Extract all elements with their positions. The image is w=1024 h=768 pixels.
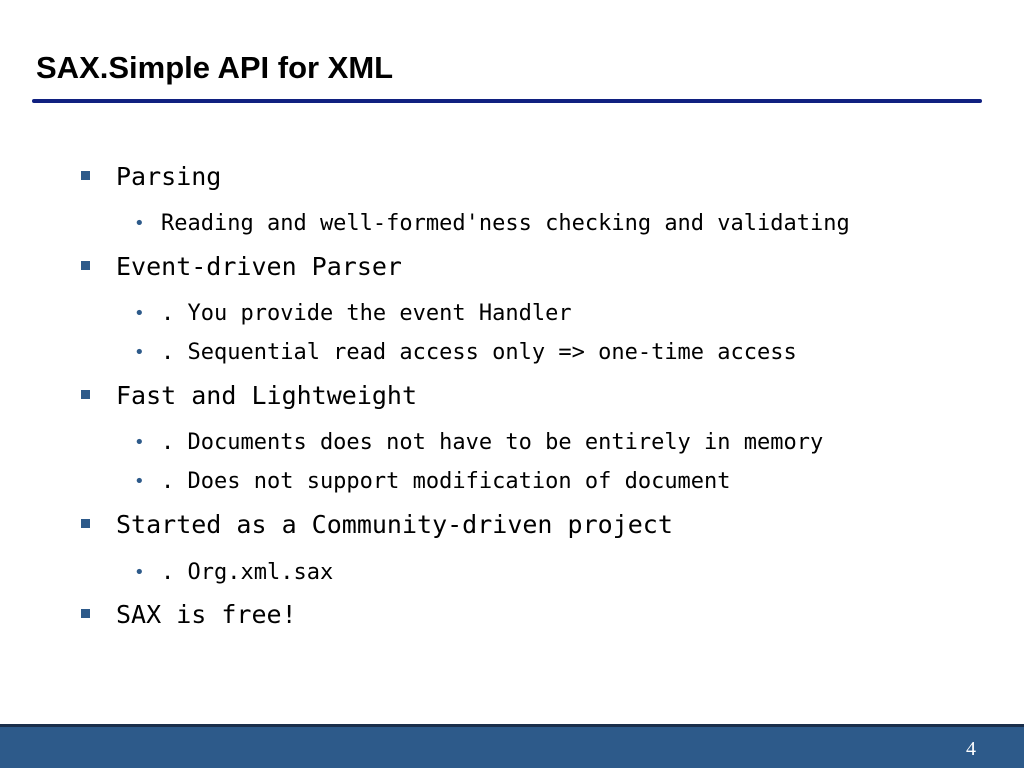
bullet-list: Parsing • Reading and well-formed'ness c… (0, 159, 1000, 633)
slide-title: SAX.Simple API for XML (36, 50, 394, 85)
sub-bullet-text: . Does not support modification of docum… (161, 469, 731, 494)
sub-bullet-text: . Sequential read access only => one-tim… (161, 340, 797, 365)
bullet-text: Fast and Lightweight (116, 381, 418, 410)
round-bullet-icon: • (134, 342, 145, 363)
bullet-parsing: Parsing (0, 159, 1000, 195)
sub-bullet-org-xml-sax: • . Org.xml.sax (0, 558, 1000, 590)
bullet-text: SAX is free! (116, 600, 297, 629)
footer-bar: 4 (0, 724, 1024, 768)
bullet-text: Parsing (116, 162, 222, 191)
sub-bullet-text: . Org.xml.sax (161, 560, 334, 585)
bullet-community-project: Started as a Community-driven project (0, 507, 1000, 543)
sub-bullet-no-modification: • . Does not support modification of doc… (0, 467, 1000, 499)
sub-bullet-memory: • . Documents does not have to be entire… (0, 428, 1000, 460)
sub-bullet-text: . Documents does not have to be entirely… (161, 430, 824, 455)
title-underline (32, 99, 982, 103)
sub-bullet-text: . You provide the event Handler (161, 301, 572, 326)
bullet-text: Event-driven Parser (116, 252, 402, 281)
sub-bullet-text: Reading and well-formed'ness checking an… (161, 211, 850, 236)
slide-number: 4 (966, 738, 976, 760)
round-bullet-icon: • (134, 471, 145, 492)
sub-bullet-sequential-access: • . Sequential read access only => one-t… (0, 338, 1000, 370)
square-bullet-icon (81, 261, 90, 270)
round-bullet-icon: • (134, 303, 145, 324)
bullet-event-driven-parser: Event-driven Parser (0, 249, 1000, 285)
bullet-fast-lightweight: Fast and Lightweight (0, 378, 1000, 414)
bullet-text: Started as a Community-driven project (116, 510, 673, 539)
sub-bullet-event-handler: • . You provide the event Handler (0, 299, 1000, 331)
round-bullet-icon: • (134, 213, 145, 234)
square-bullet-icon (81, 171, 90, 180)
round-bullet-icon: • (134, 562, 145, 583)
sub-bullet-reading: • Reading and well-formed'ness checking … (0, 209, 1000, 241)
square-bullet-icon (81, 519, 90, 528)
round-bullet-icon: • (134, 432, 145, 453)
bullet-sax-free: SAX is free! (0, 597, 1000, 633)
square-bullet-icon (81, 609, 90, 618)
square-bullet-icon (81, 390, 90, 399)
